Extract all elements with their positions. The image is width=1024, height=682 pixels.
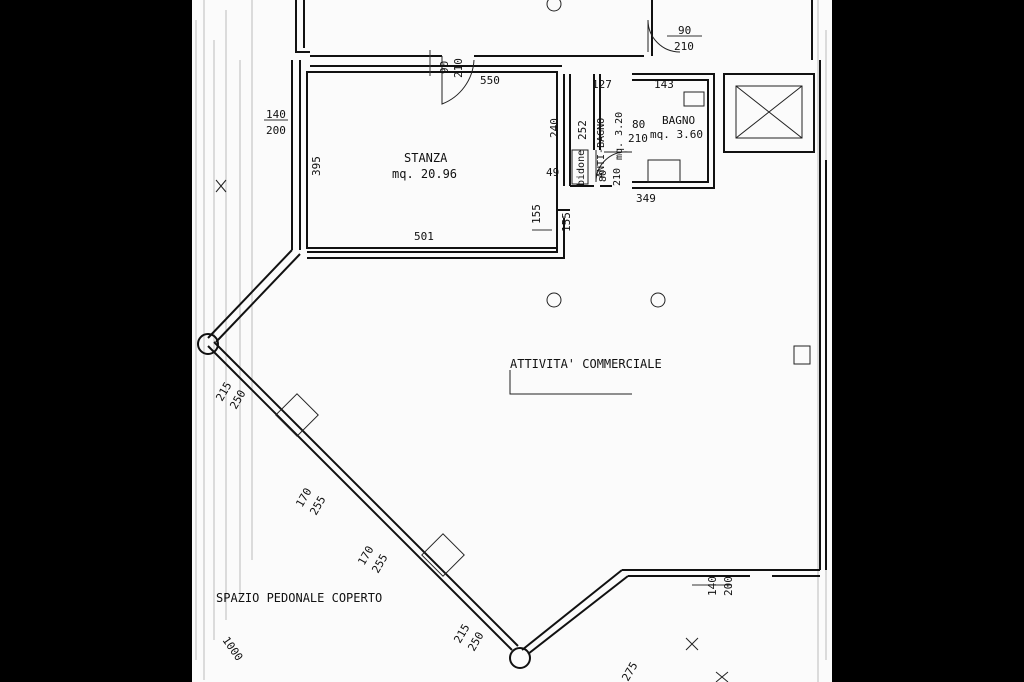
room-stanza-area: mq. 20.96 [392, 167, 457, 181]
dim-lines [264, 35, 732, 586]
dim-349: 349 [636, 192, 656, 205]
dim-143: 143 [654, 78, 674, 91]
walls [207, 0, 827, 655]
dim-49: 49 [546, 166, 559, 179]
dim-1000: 1000 [220, 634, 246, 663]
dim-door-top-h: 210 [674, 40, 694, 53]
room-bagno-area: mq. 3.60 [650, 128, 703, 141]
markers [215, 179, 729, 682]
dim-win-left-w: 140 [266, 108, 286, 121]
dim-80a: 80 [632, 118, 645, 131]
dim-80b: 80 [598, 170, 609, 182]
dim-door-top-w: 90 [678, 24, 691, 37]
room-attivita-name: ATTIVITA' COMMERCIALE [510, 357, 662, 371]
room-spazio-name: SPAZIO PEDONALE COPERTO [216, 591, 382, 605]
dim-501: 501 [414, 230, 434, 243]
dim-155b: 155 [560, 212, 573, 232]
dim-550: 550 [480, 74, 500, 87]
left-noise [195, 0, 827, 682]
dim-155a: 155 [530, 204, 543, 224]
dim-door-stanza-w: 90 [438, 61, 451, 74]
floor-plan: STANZA mq. 20.96 ANTI-BAGNO mq. 3.20 BAG… [195, 0, 827, 682]
dim-win-right-h: 200 [722, 576, 735, 596]
dim-127: 127 [592, 78, 612, 91]
doors [441, 19, 681, 183]
dim-395: 395 [310, 156, 323, 176]
floor-plan-sheet: STANZA mq. 20.96 ANTI-BAGNO mq. 3.20 BAG… [192, 0, 832, 682]
dim-240: 240 [548, 118, 561, 138]
dim-door-stanza-h: 210 [452, 58, 465, 78]
room-antibagno-area: mq. 3.20 [614, 112, 625, 160]
dim-275: 275 [619, 660, 640, 682]
dim-252: 252 [576, 120, 589, 140]
room-bagno-name: BAGNO [662, 114, 695, 127]
room-stanza-name: STANZA [404, 151, 448, 165]
columns [197, 0, 666, 669]
dim-win-right-w: 140 [706, 576, 719, 596]
fixtures [275, 91, 811, 577]
dim-210b: 210 [612, 168, 623, 186]
room-antibagno-name: ANTI-BAGNO [596, 118, 607, 178]
dim-win-left-h: 200 [266, 124, 286, 137]
closet-label: bidone [576, 150, 587, 186]
dim-210a: 210 [628, 132, 648, 145]
